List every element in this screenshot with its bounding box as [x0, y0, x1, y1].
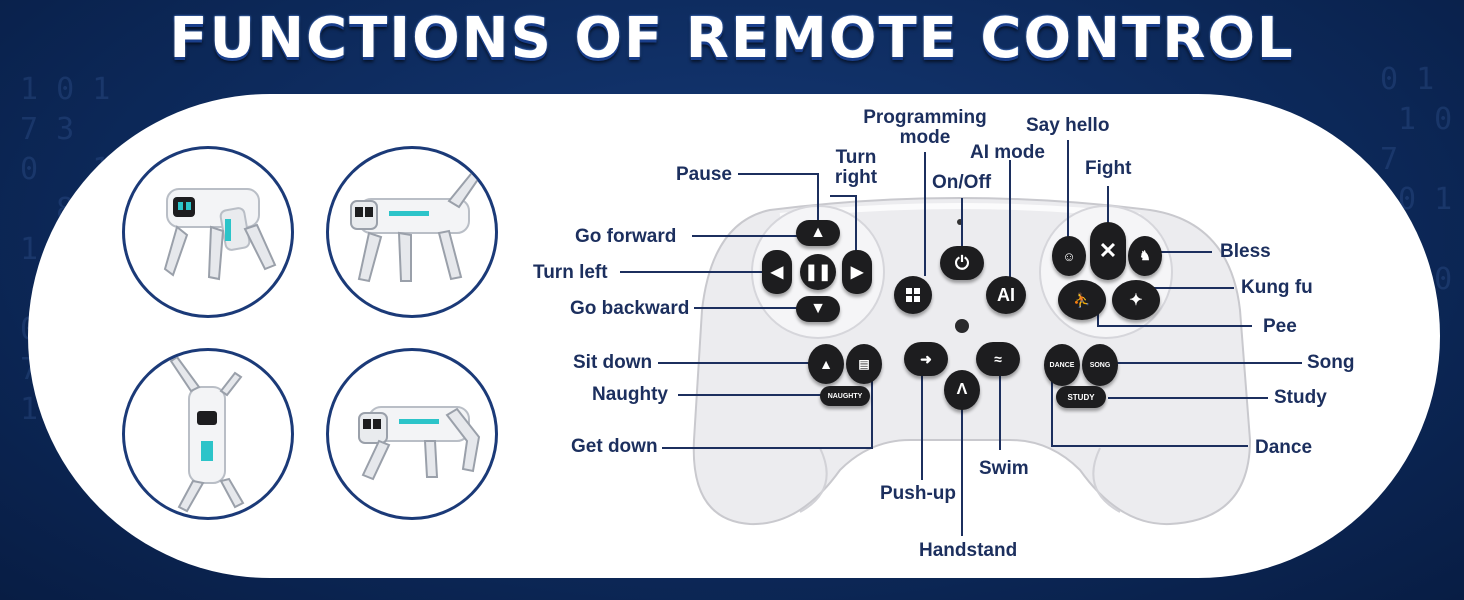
label-swim: Swim [979, 458, 1029, 479]
power-icon: ⏻ [954, 252, 970, 273]
windows-icon [906, 288, 920, 302]
label-dance: Dance [1255, 437, 1313, 458]
naughty-button[interactable]: NAUGHTY [820, 386, 870, 406]
label-programming-mode: Programming mode [863, 107, 987, 148]
on-off-button[interactable]: ⏻ [940, 246, 984, 280]
get-down-button[interactable]: ▤ [846, 344, 882, 384]
label-kung-fu: Kung fu [1241, 277, 1313, 298]
label-sit-down: Sit down [573, 352, 653, 373]
label-bless: Bless [1220, 241, 1271, 262]
photo-robot-dog-handstand [122, 348, 294, 520]
label-naughty: Naughty [592, 384, 668, 405]
kung-fu-button[interactable]: ✦ [1112, 280, 1160, 320]
photo-robot-dog-standing [326, 146, 498, 318]
say-hello-button[interactable]: ☺ [1052, 236, 1086, 276]
bless-button[interactable]: ♞ [1128, 236, 1162, 276]
photo-robot-dog-getting-down [326, 348, 498, 520]
dpad-right-button[interactable]: ▶ [842, 250, 872, 294]
sit-down-button[interactable]: ▲ [808, 344, 844, 384]
label-song: Song [1307, 352, 1355, 373]
label-turn-right: Turn right [834, 147, 878, 188]
handstand-button[interactable]: Ʌ [944, 370, 980, 410]
label-get-down: Get down [571, 436, 658, 457]
pause-icon: ❚❚ [804, 264, 832, 281]
label-turn-left: Turn left [533, 262, 608, 283]
label-pee: Pee [1263, 316, 1297, 337]
label-study: Study [1274, 387, 1327, 408]
dpad-left-button[interactable]: ◀ [762, 250, 792, 294]
pause-button[interactable]: ❚❚ [800, 254, 836, 290]
dpad-up-button[interactable]: ▲ [796, 220, 840, 246]
swim-button[interactable]: ≈ [976, 342, 1020, 376]
study-button[interactable]: STUDY [1056, 386, 1106, 408]
pee-button[interactable]: ⛹ [1058, 280, 1106, 320]
page-title: FUNCTIONS OF REMOTE CONTROL [169, 6, 1295, 71]
label-go-forward: Go forward [575, 226, 677, 247]
dance-button[interactable]: DANCE [1044, 344, 1080, 386]
ai-mode-button[interactable]: AI [986, 276, 1026, 314]
dpad-down-button[interactable]: ▼ [796, 296, 840, 322]
programming-mode-button[interactable] [894, 276, 932, 314]
label-fight: Fight [1085, 158, 1132, 179]
label-handstand: Handstand [919, 540, 1018, 561]
song-button[interactable]: SONG [1082, 344, 1118, 386]
label-go-backward: Go backward [570, 298, 690, 319]
push-up-button[interactable]: ➜ [904, 342, 948, 376]
label-say-hello: Say hello [1026, 115, 1110, 136]
fight-button[interactable]: ✕ [1090, 222, 1126, 280]
label-ai-mode: AI mode [970, 142, 1045, 163]
label-on-off: On/Off [932, 172, 992, 193]
photo-robot-dog-walking [122, 146, 294, 318]
label-push-up: Push-up [880, 483, 956, 504]
label-pause: Pause [676, 164, 732, 185]
